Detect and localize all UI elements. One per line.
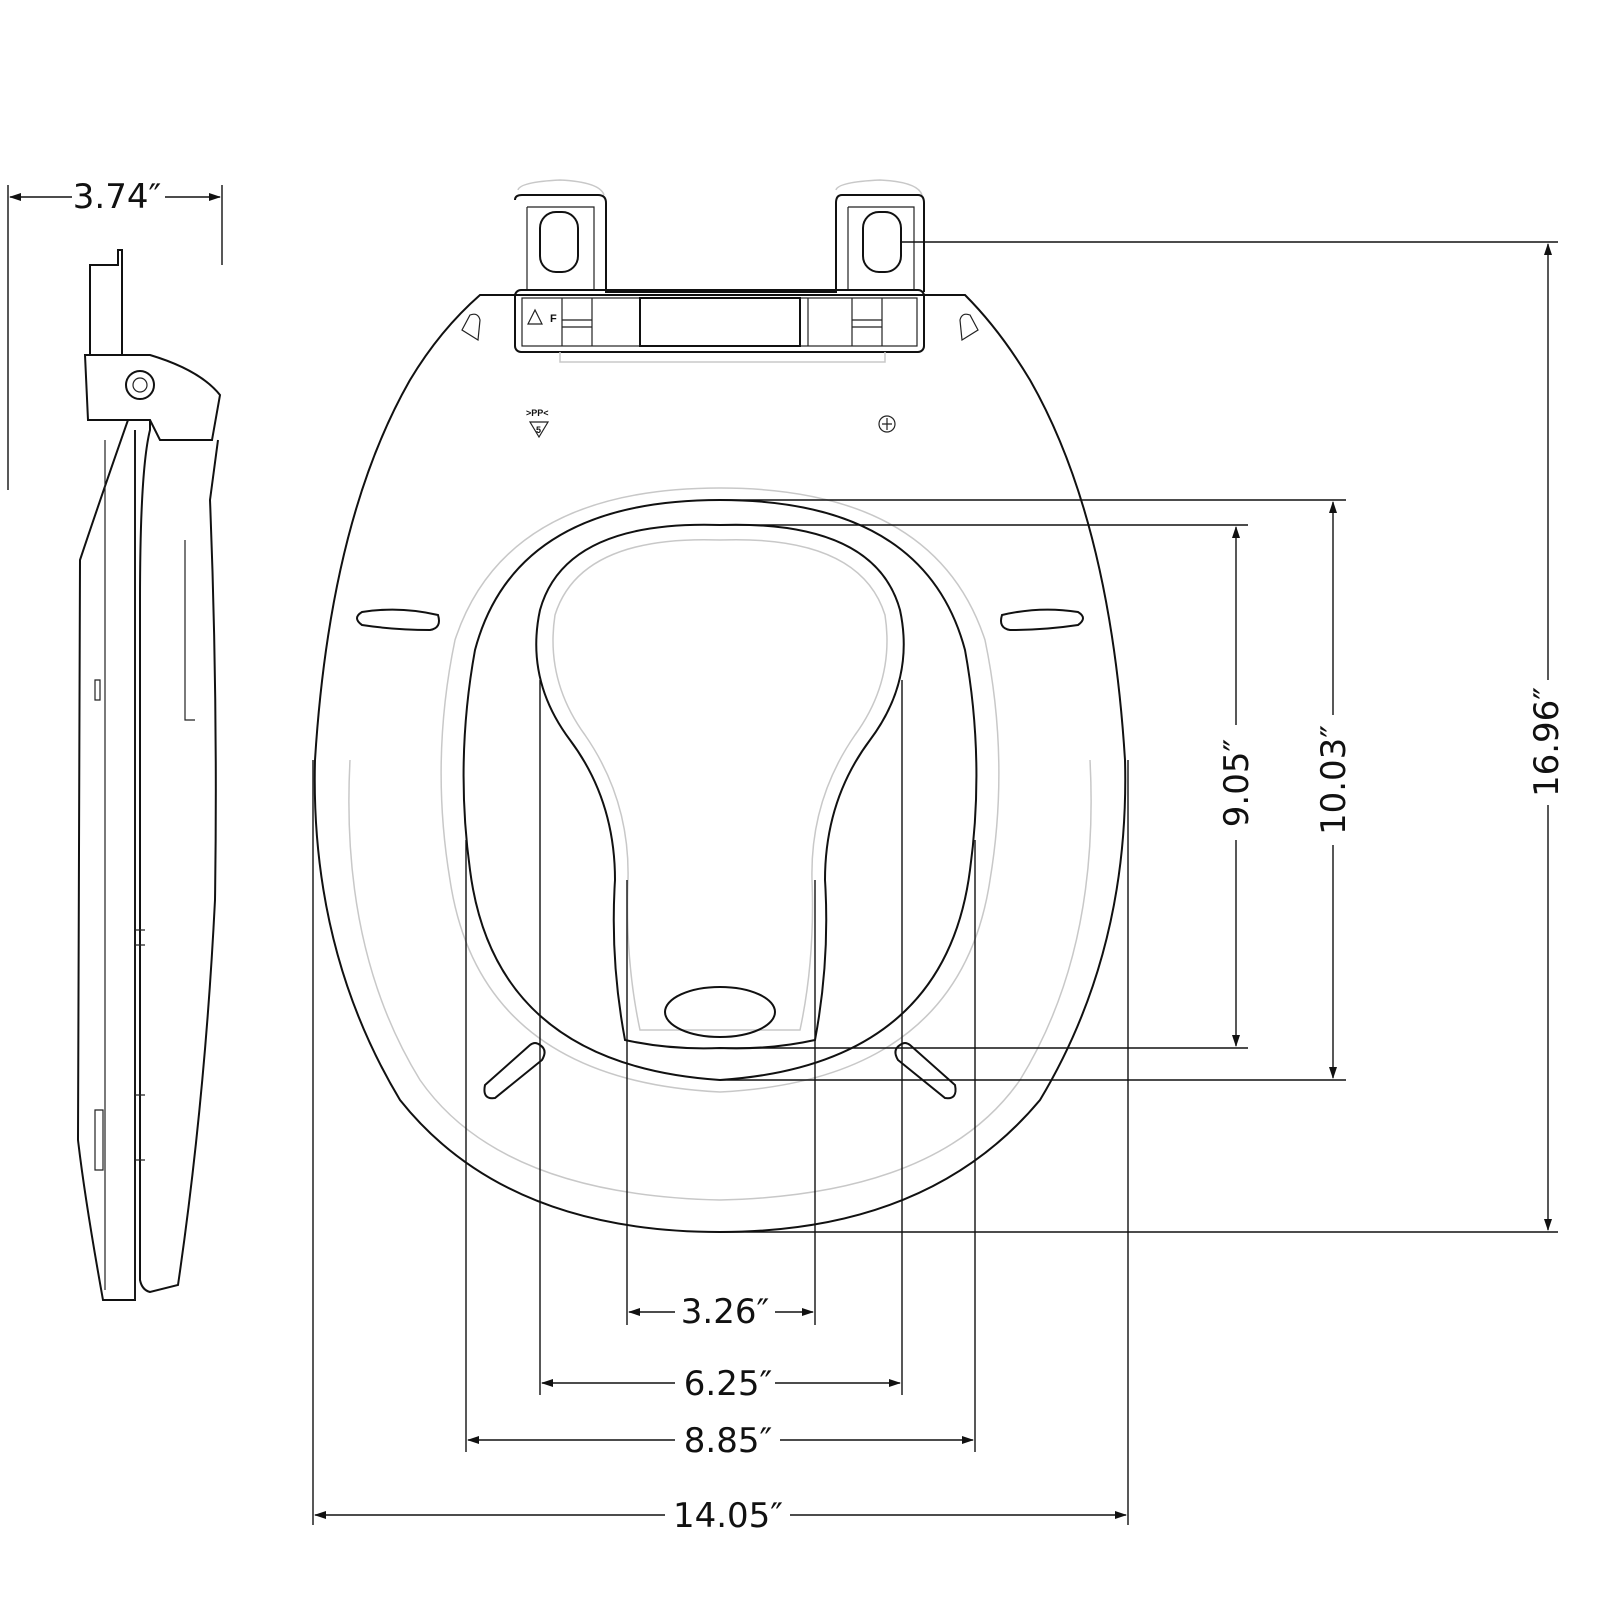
side-view	[76, 249, 222, 1301]
recycle-number: 5	[536, 425, 541, 435]
dim-outer-opening-width: 8.85″	[684, 1421, 772, 1461]
dim-outer-opening-length: 10.03″	[1314, 725, 1354, 835]
recycle-icon	[527, 308, 543, 325]
hinge-assembly: F	[514, 179, 925, 363]
dim-inner-opening-width: 6.25″	[684, 1364, 772, 1404]
certification-mark-icon	[878, 415, 896, 433]
dim-inner-opening-length: 9.05″	[1217, 739, 1257, 827]
recycle-icon	[528, 421, 550, 439]
dim-side-depth: 3.74″	[73, 177, 161, 217]
seat-top-view	[313, 294, 1127, 1234]
dim-inner-narrow-width: 3.26″	[681, 1292, 769, 1332]
dim-overall-width: 14.05″	[673, 1496, 783, 1536]
dim-overall-length: 16.96″	[1527, 687, 1567, 797]
recycle-code: >PP<	[526, 408, 549, 418]
recycle-marking: >PP< 5	[526, 408, 550, 439]
dimension-lines: 3.74″ 16.96″ 10.03″ 9.05″ 3.26″ 6.25″ 8.…	[7, 177, 1567, 1536]
hinge-letter: F	[550, 313, 557, 325]
